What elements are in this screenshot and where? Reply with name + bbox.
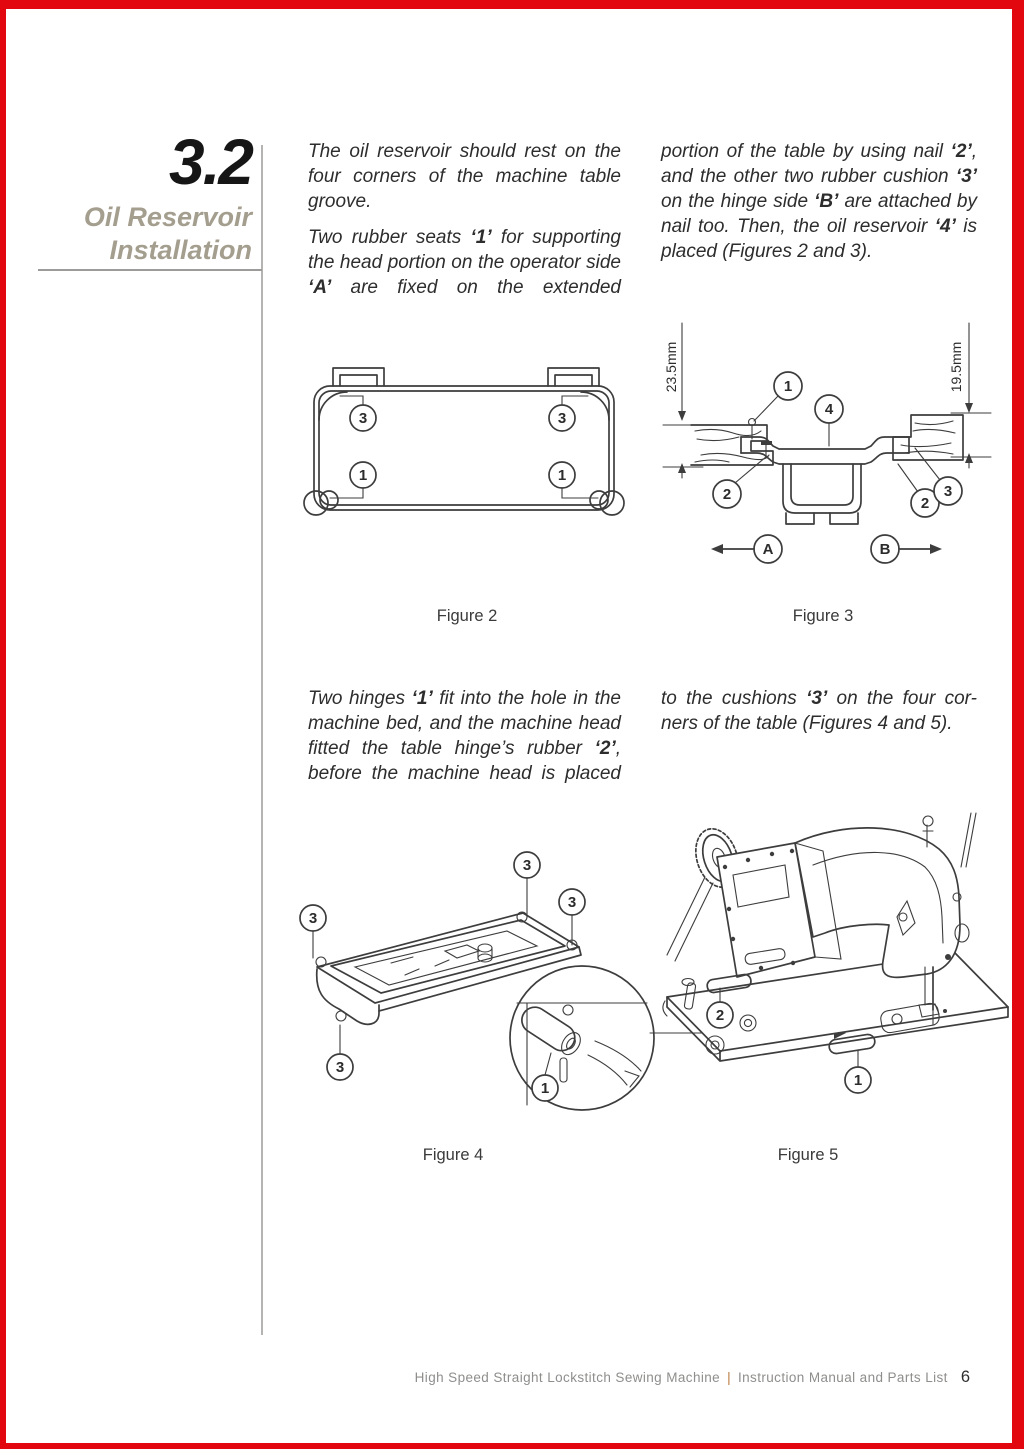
page-edge-top [0, 0, 1024, 9]
callout-3-label: 3 [359, 410, 367, 427]
callout-1 [548, 461, 576, 489]
section-title-line2: Installation [109, 235, 252, 266]
vertical-divider [261, 145, 263, 1335]
footer-title: High Speed Straight Lockstitch Sewing Ma… [414, 1370, 721, 1385]
footer-separator: | [727, 1370, 731, 1385]
paragraph-3: portion of the table by using nail ‘2’, … [661, 141, 978, 262]
paragraph-column-left-2: Two hinges ‘1’ fit into the hole in the … [308, 686, 621, 797]
paragraph-column-right-2: to the cushions ‘3’ on the four cor-ners… [661, 686, 977, 747]
figure-4-caption: Figure 4 [422, 1146, 484, 1164]
callout-4-label: 4 [825, 401, 834, 418]
callout-1-label: 1 [359, 467, 367, 484]
direction-a-label: A [763, 541, 774, 558]
callout-3 [558, 888, 586, 916]
page-footer: High Speed Straight Lockstitch Sewing Ma… [415, 1368, 970, 1387]
section-number: 3.2 [169, 126, 254, 198]
oil-reservoir-top-view: 3 3 1 1 [303, 367, 625, 516]
callout-1-label: 1 [558, 467, 566, 484]
page-number: 6 [960, 1368, 970, 1386]
page-edge-left [0, 0, 6, 1449]
paragraph-column-left-1: The oil reservoir should rest on the fou… [308, 139, 621, 311]
callout-1 [349, 461, 377, 489]
callout-3-label: 3 [309, 910, 317, 927]
callout-2 [712, 479, 742, 509]
callout-3 [349, 404, 377, 432]
figure-2-caption: Figure 2 [436, 607, 498, 625]
callout-3 [299, 904, 327, 932]
figure-4-drawing: 3 3 3 3 1 [295, 845, 665, 1130]
callout-2 [910, 488, 940, 518]
reservoir-cross-section: 23.5mm 19.5mm 1 4 [662, 322, 992, 564]
callout-3 [326, 1053, 354, 1081]
callout-1-label: 1 [541, 1080, 549, 1097]
page-edge-right [1012, 0, 1024, 1449]
figure-5-caption: Figure 5 [777, 1146, 839, 1164]
callout-2 [706, 1001, 734, 1029]
callout-1 [844, 1066, 872, 1094]
callout-3-label: 3 [944, 483, 952, 500]
callout-3-label: 3 [568, 894, 576, 911]
horizontal-divider [38, 269, 262, 271]
callout-3-label: 3 [558, 410, 566, 427]
figure-3-caption: Figure 3 [792, 607, 854, 625]
figure-3-drawing: 23.5mm 19.5mm 1 4 [655, 315, 1000, 570]
callout-2-label: 2 [921, 495, 929, 512]
paragraph-5: to the cushions ‘3’ on the four cor-ners… [661, 688, 977, 734]
section-title: Oil Reservoir Installation [30, 201, 252, 267]
callout-3-label: 3 [523, 857, 531, 874]
callout-1-label: 1 [784, 378, 792, 395]
sewing-machine-isometric: 2 1 [662, 812, 1009, 1094]
dimension-right-label: 19.5mm [948, 342, 964, 393]
paragraph-1: The oil reservoir should rest on the fou… [308, 141, 621, 212]
footer-subtitle: Instruction Manual and Parts List [738, 1370, 948, 1385]
figure-2-drawing: 3 3 1 1 [300, 356, 630, 524]
section-title-line1: Oil Reservoir [83, 202, 252, 232]
direction-b-label: B [880, 541, 891, 558]
callout-3-label: 3 [336, 1059, 344, 1076]
paragraph-column-right-1: portion of the table by using nail ‘2’, … [661, 139, 977, 275]
callout-1 [773, 371, 803, 401]
callout-1-label: 1 [854, 1072, 862, 1089]
callout-2-label: 2 [723, 486, 731, 503]
paragraph-4: Two hinges ‘1’ fit into the hole in the … [308, 688, 622, 784]
paragraph-2: Two rubber seats ‘1’ for supporting the … [308, 227, 621, 298]
callout-3 [933, 476, 963, 506]
figure-5-drawing: 2 1 [645, 805, 1024, 1125]
callout-3 [548, 404, 576, 432]
callout-3 [513, 851, 541, 879]
callout-2-label: 2 [716, 1007, 724, 1024]
oil-pan-isometric: 3 3 3 3 1 [299, 851, 655, 1111]
callout-4 [814, 394, 844, 424]
callout-1 [531, 1074, 559, 1102]
dimension-left-label: 23.5mm [663, 342, 679, 393]
page-edge-bottom [0, 1443, 1024, 1449]
